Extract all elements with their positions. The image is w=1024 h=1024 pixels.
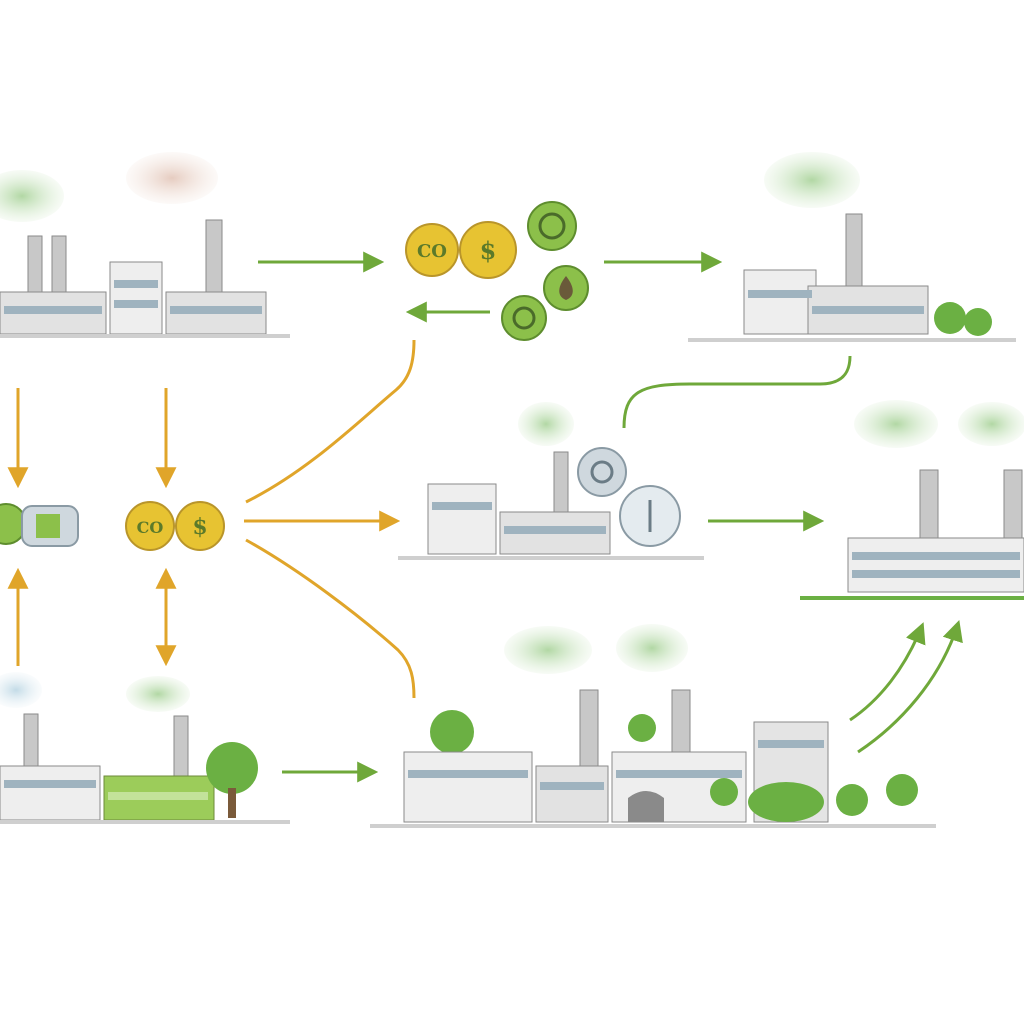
tree-icon <box>710 778 738 806</box>
tree-icon <box>934 302 966 334</box>
factory-icon <box>109 261 163 335</box>
recycle-coin-icon <box>501 295 547 341</box>
factory-icon <box>743 269 817 335</box>
smoke-cloud-icon <box>504 626 592 674</box>
factory-top-right <box>688 152 1016 342</box>
smokestack-icon <box>23 713 39 773</box>
scale-coin-icon <box>21 505 79 547</box>
factory-icon <box>535 765 609 823</box>
smokestack-icon <box>205 219 223 299</box>
arrow-icon <box>622 355 852 429</box>
co-coin-icon: CO <box>405 223 459 277</box>
smokestack-icon <box>173 715 189 777</box>
smokestack-icon <box>553 451 569 517</box>
smokestack-icon <box>671 689 691 761</box>
factory-icon <box>0 765 101 821</box>
arrow-icon <box>857 620 963 754</box>
arrow-icon <box>849 622 926 722</box>
smokestack-icon <box>1003 469 1023 543</box>
tree-icon <box>886 774 918 806</box>
smokestack-icon <box>51 235 67 299</box>
tree-icon <box>964 308 992 336</box>
factory-right-middle <box>800 400 1024 600</box>
arrows <box>7 251 963 783</box>
smoke-cloud-icon <box>616 624 688 672</box>
smoke-cloud-icon <box>854 400 938 448</box>
arrow-icon <box>245 339 416 504</box>
leaf-drop-coin-icon <box>543 265 589 311</box>
arrow-icon <box>245 538 416 699</box>
tree-icon <box>628 714 656 742</box>
coin-group-middle-left <box>0 503 79 547</box>
smoke-cloud-icon <box>518 402 574 446</box>
dollar-coin-icon: $ <box>175 501 225 551</box>
coin-label-co: CO <box>417 241 447 262</box>
recycle-coin-icon <box>527 201 577 251</box>
factory-icon <box>427 483 497 555</box>
smoke-cloud-icon <box>0 170 64 222</box>
tree-icon <box>430 710 474 754</box>
coin-label-dollar: $ <box>192 514 207 540</box>
coin-exchange-middle: CO $ <box>125 501 225 551</box>
tree-icon <box>206 742 258 818</box>
smoke-cloud-icon <box>958 402 1024 446</box>
industrial-city-bottom <box>370 624 936 828</box>
smoke-cloud-icon <box>764 152 860 208</box>
tree-icon <box>836 784 868 816</box>
smokestack-icon <box>579 689 599 771</box>
smokestack-icon <box>919 469 939 543</box>
factory-center <box>398 402 704 560</box>
dollar-coin-icon: $ <box>459 221 517 279</box>
scale-coin-icon <box>619 485 681 547</box>
coin-label-co: CO <box>137 518 164 537</box>
tree-icon <box>748 782 824 822</box>
co-coin-icon: CO <box>125 501 175 551</box>
factory-icon <box>403 751 533 823</box>
smoke-cloud-icon <box>0 672 42 708</box>
recycle-coin-icon <box>577 447 627 497</box>
smoke-cloud-icon <box>126 152 218 204</box>
coin-label-dollar: $ <box>480 236 497 265</box>
smokestack-icon <box>27 235 43 299</box>
factory-bottom-left <box>0 672 290 824</box>
factory-top-left <box>0 152 290 338</box>
factory-icon <box>847 537 1024 593</box>
smoke-cloud-icon <box>126 676 190 712</box>
coin-exchange-top: CO $ <box>405 201 589 341</box>
smokestack-icon <box>845 213 863 295</box>
